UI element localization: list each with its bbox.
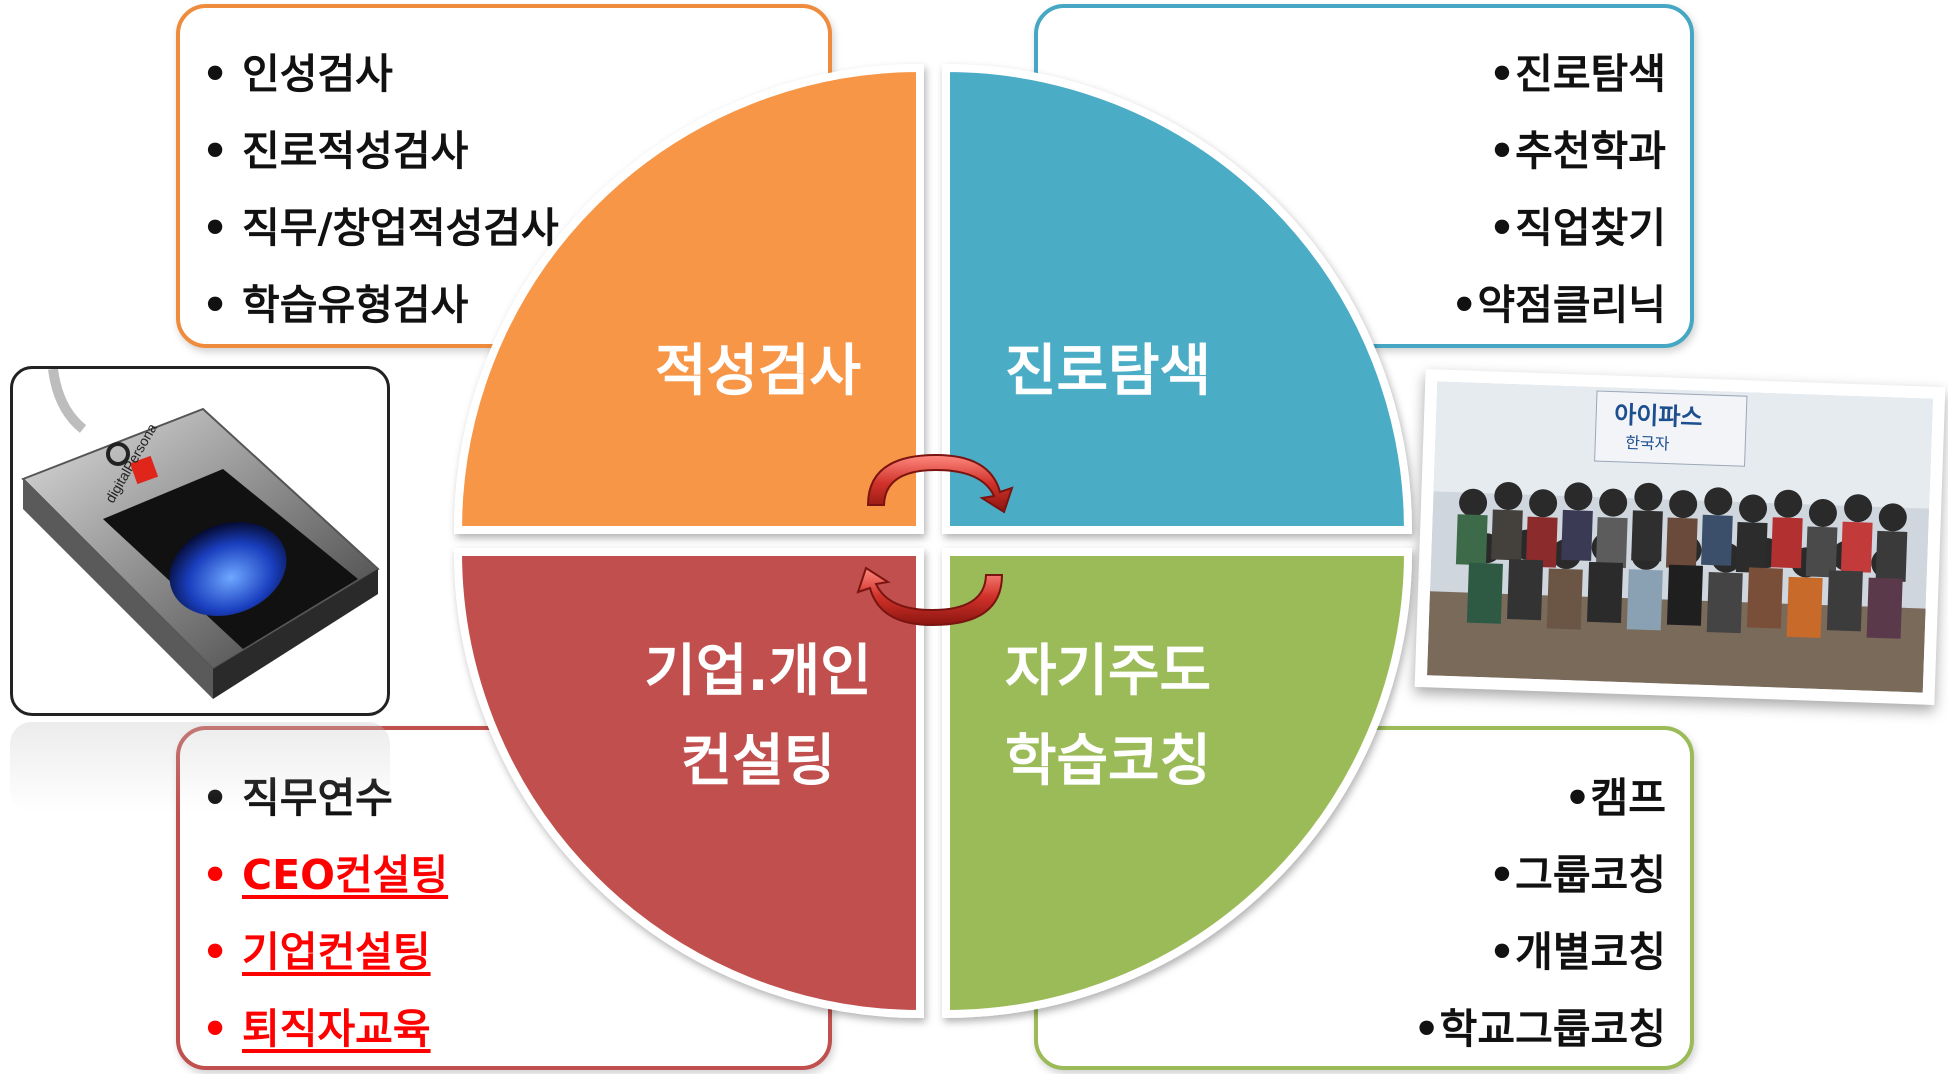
bullet-icon: • <box>1488 127 1516 175</box>
quadrant-learning-coaching[interactable] <box>942 548 1413 1019</box>
bullet-icon: • <box>202 1005 229 1053</box>
list-item: •직무/창업적성검사 <box>202 190 828 267</box>
bullet-icon: • <box>1488 851 1516 899</box>
list-item: •진로적성검사 <box>202 113 828 190</box>
bullet-icon: • <box>202 928 229 976</box>
group-photo-icon: 아이파스 한국자 <box>1427 381 1933 693</box>
bullet-icon: • <box>202 851 229 899</box>
quadrant-title-coaching-line2: 학습코칭 <box>1005 729 1211 794</box>
corporate-consulting-link[interactable]: 기업컨설팅 <box>242 928 431 976</box>
device-image-reflection <box>10 722 390 812</box>
list-item: •인성검사 <box>202 36 828 113</box>
list-item: •약점클리닉 <box>1038 267 1666 344</box>
quadrant-title-consulting-line2: 컨설팅 <box>681 729 836 794</box>
list-item: •학교그룹코칭 <box>1038 991 1666 1068</box>
photo-banner-text: 아이파스 <box>1614 402 1703 432</box>
bullet-icon: • <box>1488 204 1516 252</box>
fingerprint-reader-icon: digitalPersona <box>21 369 380 699</box>
quadrant-title-career: 진로탐색 <box>1005 339 1211 404</box>
list-item: •추천학과 <box>1038 113 1666 190</box>
cycle-arrows-icon <box>856 453 1014 627</box>
retiree-education-link[interactable]: 퇴직자교육 <box>242 1005 431 1053</box>
list-item: •직무연수 <box>202 760 828 837</box>
bullet-icon: • <box>202 127 229 175</box>
list-item: •캠프 <box>1038 760 1666 837</box>
bullet-icon: • <box>202 281 229 329</box>
quadrant-title-coaching-line1: 자기주도 <box>1005 639 1211 704</box>
list-item: •그룹코칭 <box>1038 837 1666 914</box>
bullet-icon: • <box>202 760 242 837</box>
quadrant-aptitude-test[interactable] <box>453 63 924 534</box>
bullet-icon: • <box>202 204 229 252</box>
bullet-icon: • <box>1488 928 1516 976</box>
ceo-consulting-link[interactable]: CEO컨설팅 <box>242 851 449 899</box>
photo-banner-sub-text: 한국자 <box>1625 434 1670 454</box>
quadrant-title-consulting-line1: 기업.개인 <box>644 639 871 704</box>
list-item: •진로탐색 <box>1038 36 1666 113</box>
list-item[interactable]: • CEO컨설팅 <box>202 837 828 914</box>
list-item: •개별코칭 <box>1038 914 1666 991</box>
fingerprint-reader-image: digitalPersona <box>10 366 390 716</box>
bullet-icon: • <box>1413 1005 1440 1053</box>
bullet-icon: • <box>1451 281 1478 329</box>
list-item: •직업찾기 <box>1038 190 1666 267</box>
bullet-icon: • <box>202 50 229 98</box>
list-item[interactable]: • 퇴직자교육 <box>202 991 828 1068</box>
quadrant-title-aptitude: 적성검사 <box>655 339 861 404</box>
bullet-icon: • <box>1488 50 1516 98</box>
quadrant-consulting[interactable] <box>453 548 924 1019</box>
group-photo-image: 아이파스 한국자 <box>1414 369 1946 705</box>
list-item[interactable]: • 기업컨설팅 <box>202 914 828 991</box>
bullet-icon: • <box>1564 774 1591 822</box>
quadrant-career-exploration[interactable] <box>942 63 1413 534</box>
list-item: •학습유형검사 <box>202 267 828 344</box>
